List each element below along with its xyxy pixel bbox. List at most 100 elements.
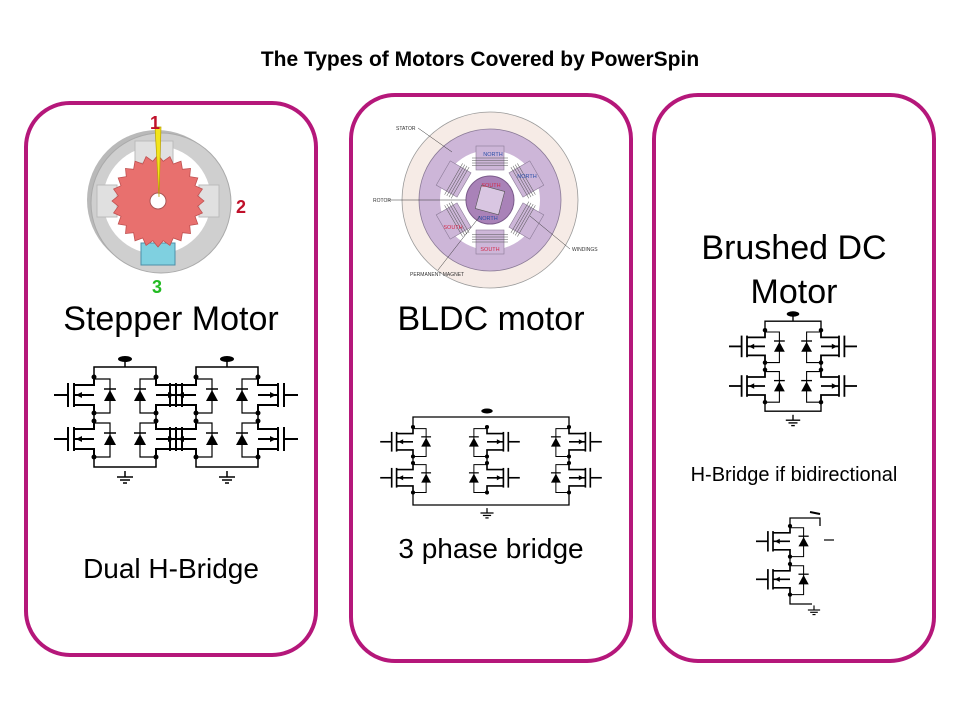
diode-triangle <box>774 381 785 392</box>
drain <box>74 377 95 386</box>
drain <box>747 369 766 378</box>
north-label-rotor: NORTH <box>478 216 497 222</box>
body-arrow <box>178 436 184 442</box>
ground-rail <box>764 402 822 412</box>
drain <box>486 463 504 471</box>
ground-rail <box>195 457 259 468</box>
drain <box>176 377 197 386</box>
diode-triangle <box>550 437 561 447</box>
pole-label-1: 1 <box>150 113 160 133</box>
drain <box>568 427 586 435</box>
body-arrow <box>398 475 404 481</box>
diode-triangle <box>550 473 561 483</box>
winding-wire <box>510 201 530 233</box>
mosfet-symbol <box>468 460 520 495</box>
node-dot <box>410 454 416 459</box>
rotor-label: ROTOR <box>373 198 391 204</box>
three-phase-bridge-schematic <box>380 408 602 519</box>
bldc-motor-label: BLDC motor <box>397 300 585 338</box>
source <box>747 354 766 363</box>
brushed-dc-motor-label-line1: Brushed DC <box>701 229 887 267</box>
supply-terminal <box>481 408 493 414</box>
supply-terminal <box>809 511 821 515</box>
body-arrow <box>774 576 780 582</box>
mosfet-symbol <box>550 460 602 495</box>
ground-rail <box>93 457 157 468</box>
winding-wire <box>450 167 470 199</box>
brushed-dc-motor-panel <box>652 93 936 663</box>
mosfet-symbol <box>380 424 432 459</box>
stator-pole <box>508 160 545 199</box>
node-dot <box>566 454 572 459</box>
bldc-motor-diagram: NORTH NORTH SOUTH NORTH SOUTH SOUTH STAT… <box>373 111 598 289</box>
winding-wire <box>517 205 536 237</box>
mosfet-symbol <box>801 327 857 365</box>
h-bridge-schematic <box>729 311 857 427</box>
winding-wire <box>446 204 466 236</box>
drain <box>396 427 414 435</box>
node-dot <box>787 592 793 597</box>
source <box>568 485 586 493</box>
stepper-motor-illustration: 1 2 3 <box>87 113 246 297</box>
mosfet-symbol <box>729 327 785 365</box>
windings-label: WINDINGS <box>572 247 598 253</box>
winding-wire <box>448 165 468 198</box>
drain <box>155 421 176 430</box>
node-dot <box>255 374 261 380</box>
source <box>155 448 176 457</box>
mosfet-symbol <box>156 374 218 416</box>
winding-wire <box>512 165 532 198</box>
diode-triangle <box>801 341 812 352</box>
body-arrow <box>774 538 780 544</box>
mosfet-symbol <box>380 460 432 495</box>
mosfet-symbol <box>756 523 809 559</box>
brushed-dc-motor-label-line2: Motor <box>750 273 838 311</box>
diode-triangle <box>104 390 116 401</box>
diode-triangle <box>798 537 809 547</box>
winding-wire <box>444 205 463 237</box>
ground-rail <box>789 595 812 605</box>
node-dot <box>153 374 159 380</box>
source <box>820 354 839 363</box>
stator-pole <box>472 229 508 255</box>
mosfet-symbol <box>156 418 218 460</box>
south-label-rotor: SOUTH <box>481 183 500 189</box>
dual-h-bridge-caption: Dual H-Bridge <box>83 553 259 584</box>
source <box>747 394 766 403</box>
diode-triangle <box>421 437 432 447</box>
winding-wire <box>517 163 536 195</box>
drain <box>486 427 504 435</box>
drain <box>176 421 197 430</box>
source <box>74 448 95 457</box>
south-label-bottom: SOUTH <box>480 247 499 253</box>
mosfet-symbol <box>550 424 602 459</box>
diode-triangle <box>134 434 146 445</box>
diode-triangle <box>104 434 116 445</box>
mosfet-symbol <box>801 367 857 405</box>
node-dot <box>410 424 416 430</box>
diode-triangle <box>206 390 218 401</box>
winding-wire <box>446 164 466 196</box>
source <box>820 394 839 403</box>
node-dot <box>484 490 490 495</box>
mosfet-symbol <box>54 418 116 460</box>
source <box>568 449 586 457</box>
body-arrow <box>748 383 755 389</box>
diode-triangle <box>236 434 248 445</box>
winding-wire <box>512 202 532 235</box>
drain <box>820 369 839 378</box>
drain <box>396 463 414 471</box>
body-arrow <box>831 383 838 389</box>
winding-wire <box>514 204 534 236</box>
drain <box>257 421 278 430</box>
body-arrow <box>398 439 404 445</box>
brushed-dc-motor-label: Brushed DC Motor <box>652 226 936 314</box>
north-label-top: NORTH <box>483 152 502 158</box>
diode-triangle <box>468 437 479 447</box>
supply-rail <box>789 517 821 526</box>
winding-wire <box>450 201 470 233</box>
mosfet-symbol <box>468 424 520 459</box>
stator-pole <box>435 201 472 240</box>
node-dot <box>787 523 793 529</box>
source <box>176 448 197 457</box>
